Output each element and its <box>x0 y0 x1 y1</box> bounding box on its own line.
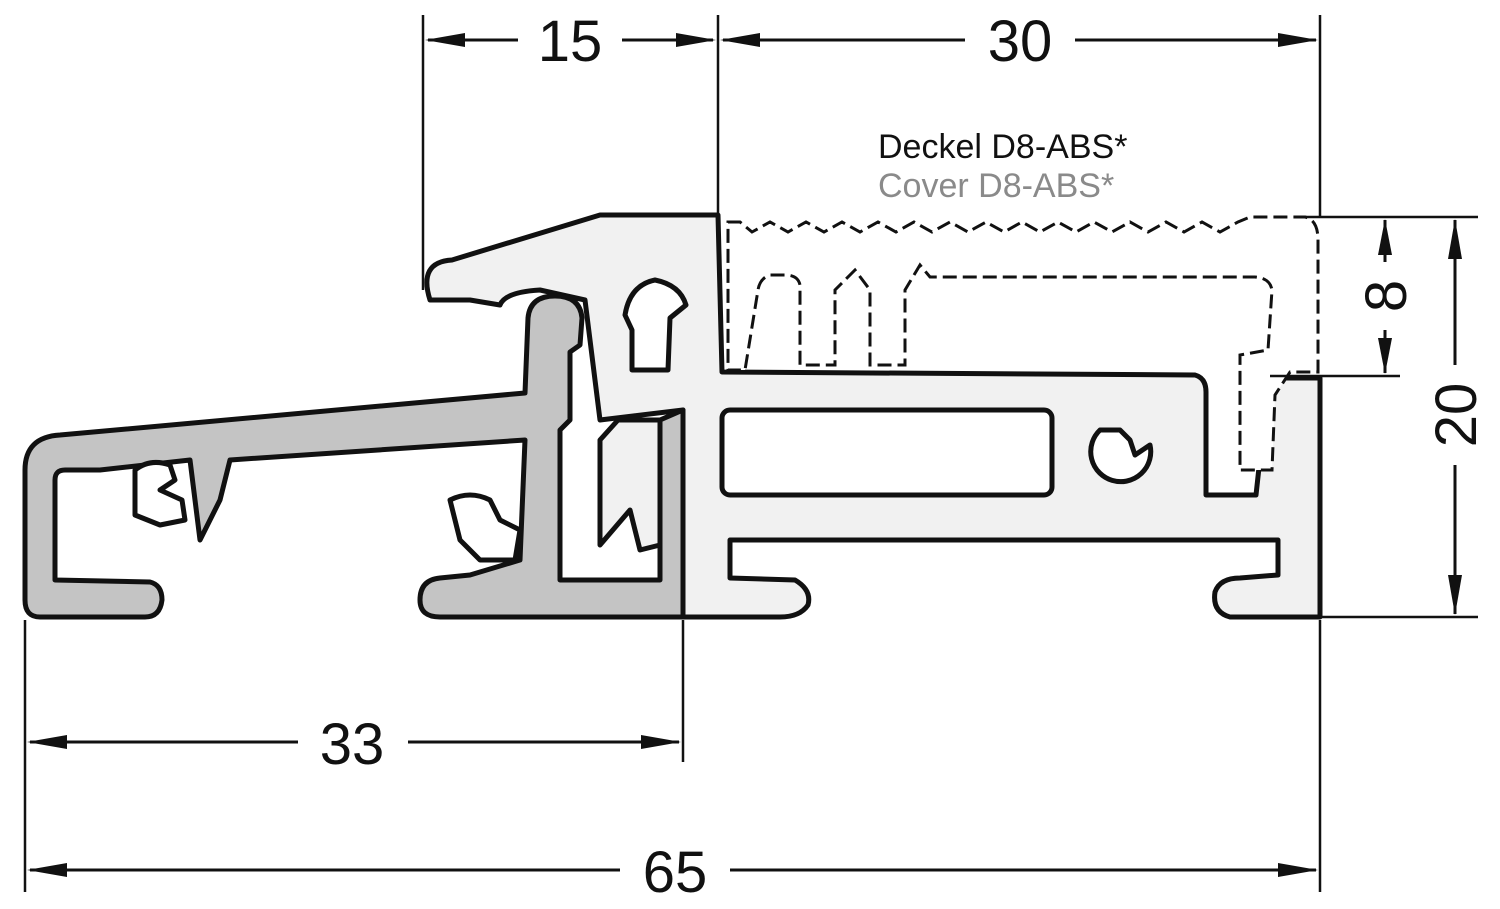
clip-slot <box>622 277 689 373</box>
dimension-65: 65 <box>27 840 1318 905</box>
dimension-15: 15 <box>425 9 716 74</box>
cover-label-en: Cover D8-ABS* <box>878 167 1114 205</box>
inner-slot <box>597 417 663 553</box>
dimension-label: 8 <box>1354 280 1419 312</box>
cover-outline <box>726 215 1320 472</box>
dimension-33: 33 <box>27 712 681 777</box>
dimension-20: 20 <box>1424 219 1489 615</box>
dimension-label: 65 <box>643 840 708 905</box>
dimension-label: 33 <box>320 712 385 777</box>
cover-label-de: Deckel D8-ABS* <box>878 128 1127 166</box>
aluminium-profile <box>22 293 686 620</box>
screw-channel-right-icon <box>447 492 523 563</box>
dimension-label: 30 <box>988 9 1053 74</box>
dimension-label: 15 <box>538 9 603 74</box>
screw-channel-icon <box>1088 427 1154 485</box>
dimension-label: 20 <box>1424 383 1489 448</box>
screw-channel-left-icon <box>132 459 188 528</box>
dimension-8: 8 <box>1354 219 1419 374</box>
body-slot <box>719 407 1055 498</box>
dimension-30: 30 <box>720 9 1318 74</box>
